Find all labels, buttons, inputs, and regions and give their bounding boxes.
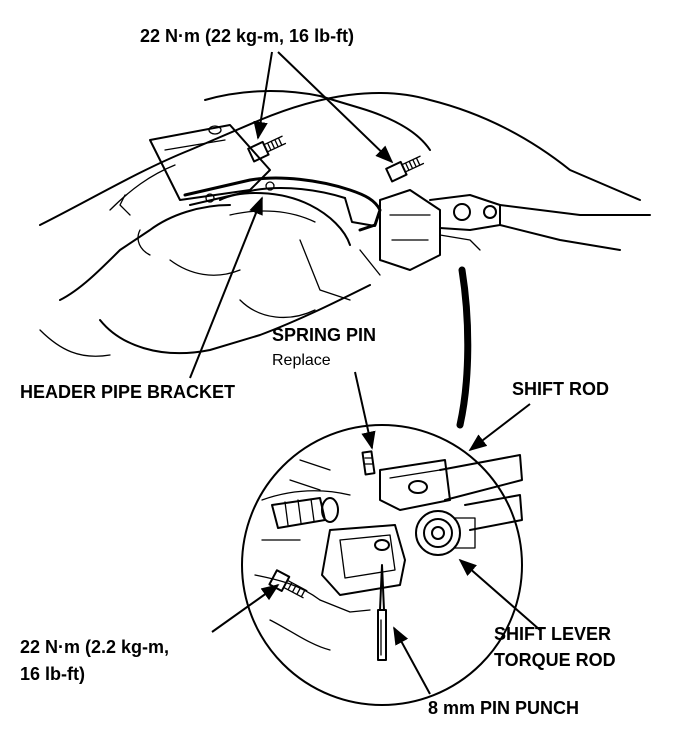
detail-connector: [456, 266, 472, 429]
torque-bottom-label-line1: 22 N·m (2.2 kg-m,: [20, 637, 169, 657]
header-pipe-bracket-leader: [189, 196, 263, 379]
spring-pin-label: SPRING PIN: [272, 325, 376, 345]
shift-lever-label-line2: TORQUE ROD: [494, 650, 616, 670]
torque-bottom-leader: [211, 583, 280, 633]
bolt-icon: [268, 569, 308, 599]
detail-circle: [241, 424, 523, 706]
pin-punch-icon: [377, 564, 387, 661]
pin-punch-leader: [393, 626, 431, 695]
torque-top-label: 22 N·m (22 kg-m, 16 lb-ft): [140, 26, 354, 46]
spring-pin-note: Replace: [272, 352, 331, 369]
bolt-icon: [247, 135, 425, 183]
transmission-housing: [39, 90, 651, 357]
shift-rod-leader: [468, 403, 531, 452]
spring-pin-leader: [354, 371, 376, 450]
shift-lever-label-line1: SHIFT LEVER: [494, 624, 611, 644]
shift-lever-leader: [458, 558, 541, 631]
torque-bottom-label-line2: 16 lb-ft): [20, 664, 85, 684]
shift-rod-label: SHIFT ROD: [512, 379, 609, 399]
torque-top-leaders: [253, 51, 394, 164]
pin-punch-label: 8 mm PIN PUNCH: [428, 698, 579, 718]
spring-pin-icon: [361, 450, 376, 476]
header-pipe-bracket-label: HEADER PIPE BRACKET: [20, 382, 235, 402]
header-pipe-bracket: [183, 176, 382, 232]
